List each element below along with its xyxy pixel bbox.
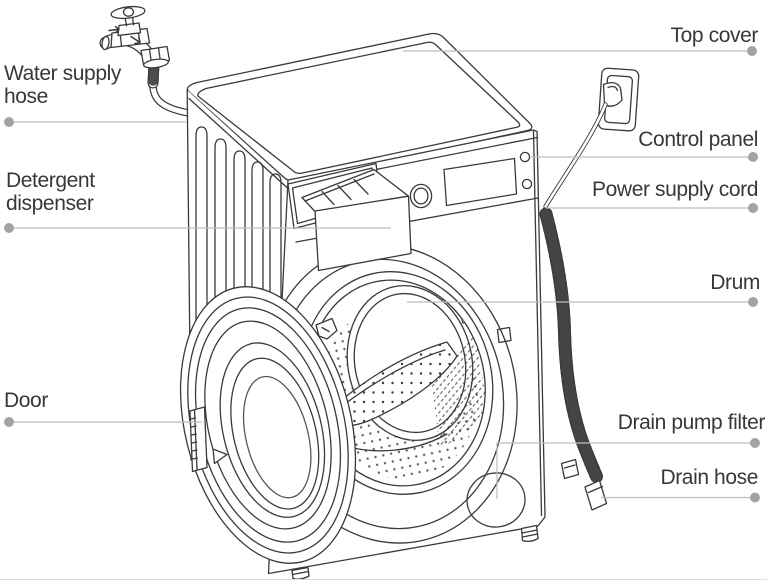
- machine-feet: [291, 524, 539, 580]
- leader-drain-pump-filter: [496, 442, 755, 499]
- label-door: Door: [4, 389, 48, 412]
- panel-button-icon: [521, 178, 533, 190]
- leader-lines: [9, 50, 755, 499]
- label-drain-hose: Drain hose: [660, 466, 758, 489]
- front-square-detail: [496, 326, 512, 344]
- drum-interior: [321, 263, 489, 480]
- drain-hose-coil: [539, 207, 608, 511]
- label-drain-pump-filter: Drain pump filter: [617, 411, 766, 434]
- detergent-drawer: [287, 162, 412, 272]
- hose-end-fitting: [584, 479, 608, 511]
- label-drum: Drum: [710, 271, 760, 294]
- bottom-divider: [0, 578, 767, 580]
- control-panel-display: [443, 157, 518, 207]
- program-knob-icon: [409, 183, 433, 209]
- faucet-icon: [99, 5, 193, 117]
- callout-dots: [4, 46, 760, 503]
- power-cord: [543, 102, 608, 209]
- power-outlet-icon: [597, 67, 640, 132]
- door-latch-hook: [315, 317, 338, 340]
- hose-clip: [560, 458, 580, 480]
- door-hinge: [189, 406, 228, 473]
- panel-button-icon: [519, 151, 531, 163]
- plug-icon: [602, 82, 623, 107]
- door-assembly: [179, 286, 357, 564]
- label-detergent-dispenser: Detergent dispenser: [6, 169, 95, 215]
- label-control-panel: Control panel: [638, 128, 758, 151]
- drain-pump-filter-circle: [466, 472, 526, 528]
- label-power-supply-cord: Power supply cord: [592, 178, 758, 201]
- label-water-supply-hose: Water supply hose: [4, 62, 121, 108]
- label-top-cover: Top cover: [670, 24, 759, 47]
